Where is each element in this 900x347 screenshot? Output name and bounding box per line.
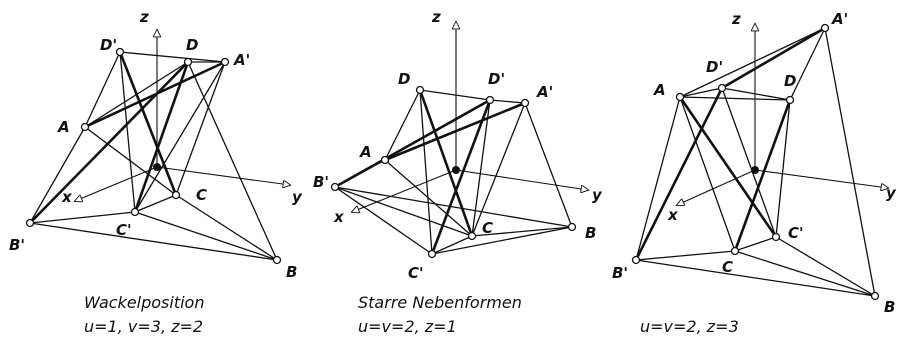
label-B-prime: B' [313,173,329,191]
label-A: A [57,118,70,136]
caption-params: u=v=2, z=3 [640,317,739,336]
node-B-prime [631,255,641,265]
node-B [567,222,577,232]
y-axis-label: y [886,184,897,202]
label-C-prime: C' [788,224,804,242]
y-axis [156,166,290,185]
node-C-prime [771,232,781,242]
node-B-prime [25,218,35,228]
label-A-prime: A' [233,51,250,69]
caption-params: u=v=2, z=1 [358,317,457,336]
node-A [80,122,90,132]
label-D: D [784,72,796,90]
node-D [183,57,193,67]
label-A: A [359,143,372,161]
label-B: B [585,224,596,242]
node-B-prime [330,182,340,192]
node-C-prime [130,207,140,217]
cables [334,89,573,255]
caption-title: Starre Nebenformen [358,293,522,312]
node-C [171,190,181,200]
node-C [467,231,477,241]
node-A-prime [220,57,230,67]
node-A-prime [520,98,530,108]
label-A-prime: A' [831,10,848,28]
label-C-prime: C' [408,264,424,282]
label-A: A [653,81,666,99]
node-B [870,291,880,301]
node-C [730,246,740,256]
panel-third: z y x A D' D A' B' C C' B u=v=2, z=3 [612,10,897,336]
node-D-prime [115,47,125,57]
origin-point [153,163,161,171]
node-B [272,255,282,265]
z-axis-label: z [139,8,149,26]
z-axis-label: z [431,8,441,26]
cables [635,27,876,297]
panel-starre-nebenformen: z y x A D D' A' B' C' C B Starre Nebenfo… [313,8,603,336]
x-axis [352,169,457,212]
label-D-prime: D' [100,36,117,54]
struts [333,88,527,256]
caption-params: u=1, v=3, z=2 [84,317,203,336]
label-B: B [884,298,895,316]
node-D [785,95,795,105]
label-C-prime: C' [116,221,132,239]
x-axis [75,166,158,201]
x-axis-label: x [333,208,345,226]
label-B-prime: B' [612,264,628,282]
label-C: C [722,258,733,276]
label-C: C [196,186,207,204]
node-D [415,85,425,95]
x-axis-label: x [667,206,679,224]
struts [28,50,227,225]
x-axis-label: x [61,188,73,206]
x-axis [677,169,756,205]
cables [29,51,278,261]
label-D-prime: D' [488,70,505,88]
node-C-prime [427,249,437,259]
node-D-prime [717,83,727,93]
node-A [380,155,390,165]
node-A-prime [820,23,830,33]
node-D-prime [485,95,495,105]
caption-title: Wackelposition [84,293,204,312]
y-axis [754,169,888,188]
z-axis-label: z [731,10,741,28]
label-D: D [398,70,410,88]
label-B-prime: B' [9,236,25,254]
label-A-prime: A' [536,83,553,101]
struts [634,26,827,262]
y-axis [455,169,588,190]
origin-point [452,166,460,174]
label-D-prime: D' [706,58,723,76]
node-A [675,92,685,102]
label-C: C [482,219,493,237]
y-axis-label: y [292,188,303,206]
panel-wackelposition: z y x A D' D A' B' C' C B Wackelposition… [9,8,303,336]
y-axis-label: y [592,186,603,204]
label-B: B [286,263,297,281]
label-D: D [186,36,198,54]
